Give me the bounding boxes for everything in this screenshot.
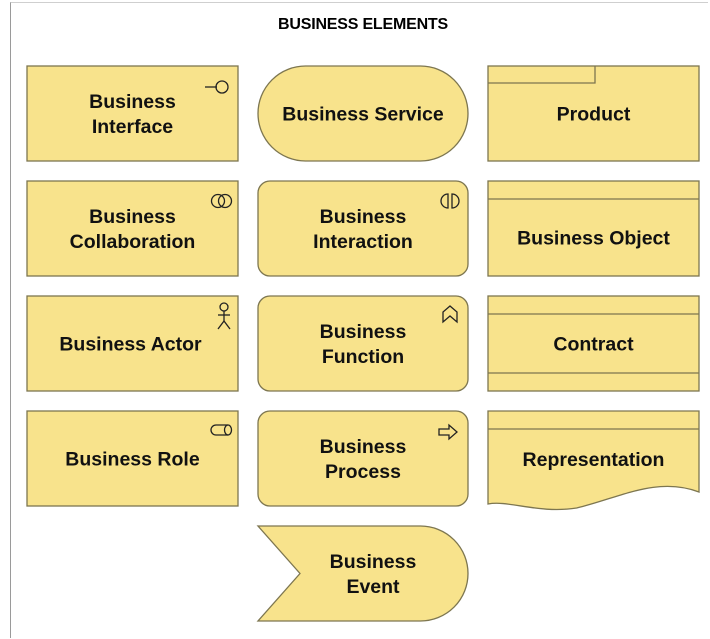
business-service[interactable]: Business Service <box>257 65 469 162</box>
contract-label: Contract <box>553 334 634 356</box>
business-process-label: Business <box>320 436 407 458</box>
business-function-label: Function <box>322 346 404 368</box>
business-interaction-label: Interaction <box>313 231 413 253</box>
business-role[interactable]: Business Role <box>26 410 239 507</box>
product[interactable]: Product <box>487 65 700 162</box>
business-actor-label: Business Actor <box>59 334 202 356</box>
process-icon <box>438 423 458 441</box>
business-interaction-label: Business <box>320 206 407 228</box>
business-service-label: Business Service <box>282 104 444 126</box>
business-interface-label: Business <box>89 91 176 113</box>
business-interface-label: Interface <box>92 116 173 138</box>
representation[interactable]: Representation <box>487 410 700 511</box>
business-event-label: Event <box>346 576 400 598</box>
business-object-label: Business Object <box>517 228 670 250</box>
business-function-label: Business <box>320 321 407 343</box>
function-icon <box>442 305 458 324</box>
business-collaboration-label: Collaboration <box>70 231 196 253</box>
business-collaboration-label: Business <box>89 206 176 228</box>
actor-icon <box>217 302 231 330</box>
representation-label: Representation <box>523 449 665 471</box>
collaboration-icon <box>210 193 233 209</box>
business-actor[interactable]: Business Actor <box>26 295 239 392</box>
interaction-icon <box>440 193 460 209</box>
business-event-label: Business <box>330 551 417 573</box>
diagram-frame <box>10 2 708 638</box>
business-object[interactable]: Business Object <box>487 180 700 277</box>
contract[interactable]: Contract <box>487 295 700 392</box>
business-process-label: Process <box>325 461 401 483</box>
business-role-label: Business Role <box>65 449 200 471</box>
role-icon <box>210 424 233 436</box>
product-label: Product <box>557 104 631 126</box>
interface-icon <box>205 80 229 94</box>
diagram-title: BUSINESS ELEMENTS <box>278 16 448 33</box>
